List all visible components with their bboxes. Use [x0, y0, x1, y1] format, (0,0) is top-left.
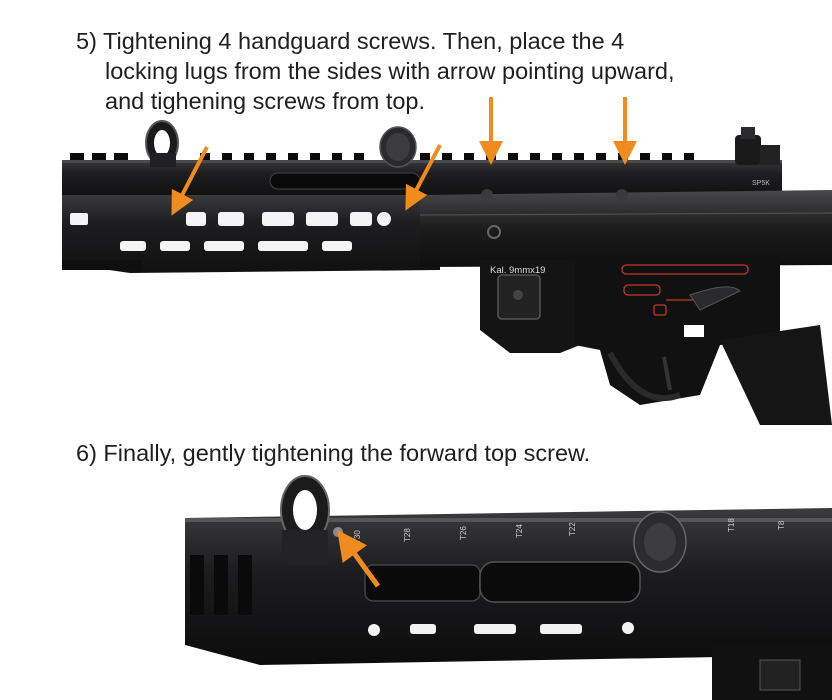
- trigger-group: Kal. 9mmx19: [480, 255, 832, 425]
- small-marking: SP5K: [752, 180, 770, 187]
- rail-mark-6: T18: [727, 518, 736, 532]
- handguard: [62, 172, 440, 273]
- closeup-cocking-knob: [633, 511, 687, 573]
- selector-markings: [621, 264, 749, 316]
- rail-mark-1: T30: [353, 530, 362, 544]
- receiver-marking: Kal. 9mmx19: [490, 265, 545, 276]
- orange-arrows: [171, 97, 637, 216]
- arrow-forward-screw: [337, 529, 381, 588]
- rail-mark-3: T26: [459, 526, 468, 540]
- arrow-rear-screw: [171, 146, 209, 216]
- step-5-line-1: 5) Tightening 4 handguard screws. Then, …: [76, 28, 625, 54]
- forward-screw-closeup-photo: T30 T28 T26 T24 T22 T18 T8: [185, 475, 832, 700]
- front-sight: [735, 127, 780, 165]
- step-5-line-3: and tighening screws from top.: [105, 88, 426, 114]
- handguard-side-photo: SP5K Kal. 9mmx19: [62, 97, 832, 425]
- closeup-rear-sight: [280, 475, 330, 564]
- step-6-instruction: 6) Finally, gently tightening the forwar…: [76, 438, 590, 468]
- closeup-receiver-corner: [712, 645, 832, 700]
- rail-mark-4: T24: [515, 524, 524, 538]
- selector-lever: [684, 286, 741, 337]
- receiver-tube: SP5K: [419, 180, 832, 267]
- step-5-instruction: 5) Tightening 4 handguard screws. Then, …: [76, 26, 675, 116]
- step-6-line: 6) Finally, gently tightening the forwar…: [76, 440, 591, 466]
- cocking-handle: [379, 126, 417, 168]
- rail-mark-2: T28: [403, 528, 412, 542]
- rail-mark-7: T8: [777, 520, 786, 530]
- rail-mark-5: T22: [568, 522, 577, 536]
- arrow-front-screw: [405, 144, 442, 211]
- rear-sight: [145, 120, 179, 167]
- step-5-line-2: locking lugs from the sides with arrow p…: [105, 58, 675, 84]
